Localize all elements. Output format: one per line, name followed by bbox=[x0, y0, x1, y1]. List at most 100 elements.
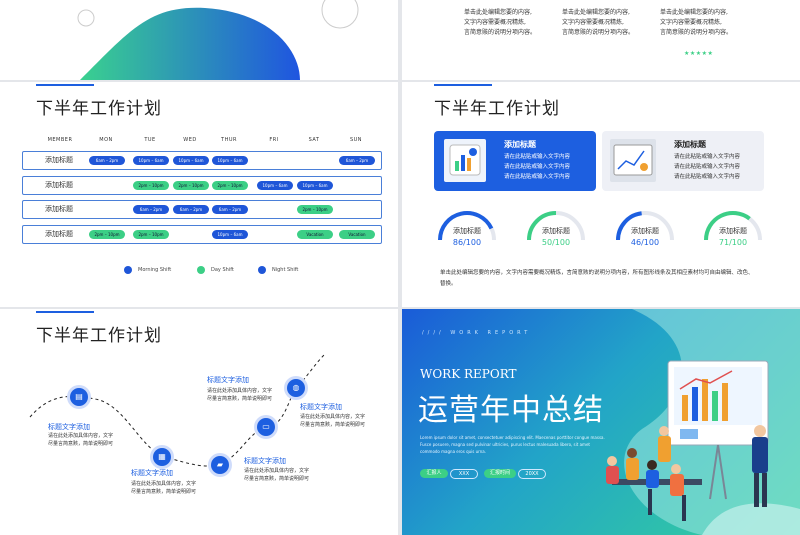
kicker-text: WORK REPORT bbox=[450, 330, 532, 336]
shift-pill[interactable]: 2pm – 10pm bbox=[89, 229, 125, 239]
slide-title: 下半年工作计划 bbox=[434, 99, 560, 119]
body-line: Lorem ipsum dolor sit amet, consectetuer… bbox=[420, 435, 605, 440]
shift-pill[interactable]: 2pm – 10pm bbox=[133, 229, 169, 239]
step-line: 请在此处添加具体内容，文字 bbox=[244, 468, 310, 474]
legend-label: Morning Shift bbox=[138, 267, 172, 273]
main-title: 运营年中总结 bbox=[418, 393, 604, 428]
shift-pill[interactable]: Vacation bbox=[297, 229, 333, 239]
step-desc: 请在此处添加具体内容，文字 尽量言简意赅，简单说明即可 bbox=[48, 432, 113, 448]
progress-ring bbox=[438, 211, 496, 241]
legend-label: Day Shift bbox=[211, 267, 234, 273]
progress-ring bbox=[527, 211, 585, 241]
desk-chart-icon bbox=[613, 144, 653, 176]
slide-4-progress[interactable]: 下半年工作计划 添加标题 请在此粘贴或输入文字内容 请在此粘贴或输入文字内容 请… bbox=[402, 82, 800, 307]
presenter-value: XXX bbox=[450, 469, 478, 479]
text-line: 单击此处编辑您要的内容, bbox=[562, 9, 630, 16]
calendar-icon: ▦ bbox=[153, 448, 171, 466]
step-title: 标题文字添加 bbox=[131, 469, 173, 477]
progress-ring bbox=[704, 211, 762, 241]
shift-pill[interactable]: 6am – 2pm bbox=[89, 156, 125, 165]
progress-value: 71/100 bbox=[718, 238, 748, 247]
shift-pill[interactable]: Vacation bbox=[339, 229, 375, 239]
weekday-label: SAT bbox=[308, 137, 320, 143]
card-line: 请在此粘贴或输入文字内容 bbox=[504, 164, 571, 170]
text-line: 单击此处编辑您要的内容, bbox=[660, 9, 728, 16]
step-line: 请在此处添加具体内容，文字 bbox=[131, 481, 197, 487]
card-line: 请在此粘贴或输入文字内容 bbox=[674, 164, 741, 170]
wave-shape bbox=[77, 0, 359, 80]
shift-pill[interactable]: 10pm – 6am bbox=[212, 156, 248, 165]
legend-dot bbox=[258, 266, 266, 274]
shift-pill[interactable]: 2pm – 10pm bbox=[297, 205, 333, 214]
shift-pill[interactable]: 10pm – 6am bbox=[173, 156, 209, 165]
member-label: 添加标题 bbox=[45, 205, 73, 213]
text-line: 言简意赅的说明分项内容。 bbox=[660, 29, 733, 36]
member-label: 添加标题 bbox=[45, 180, 73, 189]
card-line: 请在此粘贴或输入文字内容 bbox=[504, 154, 571, 160]
card-inactive[interactable]: 添加标题 请在此粘贴或输入文字内容 请在此粘贴或输入文字内容 请在此粘贴或输入文… bbox=[602, 131, 764, 191]
step-line: 请在此处添加具体内容，文字 bbox=[207, 388, 273, 394]
card-line: 请在此粘贴或输入文字内容 bbox=[504, 174, 571, 180]
step-line: 请在此处添加具体内容，文字 bbox=[48, 433, 114, 439]
english-subtitle: WORK REPORT bbox=[420, 367, 517, 381]
step-line: 尽量言简意赅，简单说明即可 bbox=[131, 489, 197, 495]
body-line: commodo magna eros quis urna. bbox=[420, 449, 487, 454]
title-accent-line bbox=[434, 84, 492, 86]
card-active[interactable]: 添加标题 请在此粘贴或输入文字内容 请在此粘贴或输入文字内容 请在此粘贴或输入文… bbox=[434, 131, 596, 191]
shift-pill[interactable]: 6am – 2pm bbox=[212, 205, 248, 214]
shift-pill[interactable]: 2pm – 10pm bbox=[173, 180, 209, 190]
progress-label: 添加标题 bbox=[719, 227, 747, 235]
shift-pill[interactable]: 2pm – 10pm bbox=[133, 180, 169, 190]
shift-pill[interactable]: 10pm – 6am bbox=[257, 180, 293, 190]
slide-5-timeline[interactable]: 下半年工作计划 ▤ ▦ ▰ ▭ ◍ 标题文字添加 请在此处添加具体内容，文字 尽… bbox=[0, 309, 398, 535]
step-line: 尽量言简意赅，简单说明即可 bbox=[300, 422, 366, 428]
weekday-label: MEMBER bbox=[47, 137, 73, 143]
slide-1-cover-fragment[interactable] bbox=[0, 0, 398, 80]
legend-dot bbox=[124, 266, 132, 274]
legend-dot bbox=[197, 266, 205, 274]
shift-pill[interactable]: 10pm – 6am bbox=[212, 229, 248, 239]
weekday-label: SUN bbox=[349, 137, 363, 143]
shift-pill[interactable]: 10pm – 6am bbox=[133, 156, 169, 165]
text-line: 言简意赅的说明分项内容。 bbox=[562, 29, 635, 36]
kicker: //// WORK REPORT bbox=[422, 330, 532, 336]
step-title: 标题文字添加 bbox=[244, 457, 286, 465]
schedule-row[interactable]: 添加标题 2pm – 10pm 2pm – 10pm 10pm – 6am Vacati… bbox=[22, 224, 382, 244]
progress-value: 46/100 bbox=[630, 238, 660, 247]
description: 单击此处编辑您要的内容，文字内容需要概况精炼，言简意赅的说明分项内容，所有图形线… bbox=[440, 268, 754, 290]
progress-fill bbox=[616, 211, 642, 241]
card-title: 添加标题 bbox=[504, 140, 536, 149]
progress-fill bbox=[438, 211, 494, 241]
monitor-icon: ▭ bbox=[257, 418, 275, 436]
card-title: 添加标题 bbox=[674, 140, 706, 149]
progress-label: 添加标题 bbox=[542, 227, 570, 235]
shift-pill[interactable]: 6am – 2pm bbox=[173, 205, 209, 214]
progress-label: 添加标题 bbox=[631, 227, 659, 235]
shift-pill[interactable]: 2pm – 10pm bbox=[212, 180, 248, 190]
progress-fill bbox=[704, 211, 751, 241]
presenter-tag: 汇报人 bbox=[420, 469, 448, 478]
slide-2-text-fragment[interactable]: 单击此处编辑您要的内容, 文字内容需要概况精炼, 言简意赅的说明分项内容。 单击… bbox=[402, 0, 800, 80]
shift-pill[interactable]: 6am – 2pm bbox=[133, 205, 169, 214]
card-line: 请在此粘贴或输入文字内容 bbox=[674, 154, 741, 160]
weekday-label: WED bbox=[183, 137, 197, 143]
member-label: 添加标题 bbox=[45, 156, 73, 164]
member-label: 添加标题 bbox=[45, 229, 73, 238]
slide-6-report-cover[interactable]: //// WORK REPORT WORK REPORT 运营年中总结 Lore… bbox=[402, 309, 800, 535]
document-icon: ▤ bbox=[70, 388, 88, 406]
shift-pill[interactable]: 6am – 2pm bbox=[339, 156, 375, 165]
step-title: 标题文字添加 bbox=[207, 376, 249, 384]
step-line: 尽量言简意赅，简单说明即可 bbox=[244, 476, 310, 482]
step-desc: 请在此处添加具体内容，文字 尽量言简意赅，简单说明即可 bbox=[131, 480, 196, 496]
meeting-illustration bbox=[606, 360, 769, 521]
progress-ring bbox=[616, 211, 674, 241]
shift-pill[interactable]: 10pm – 6am bbox=[297, 180, 333, 190]
tablet-photo bbox=[444, 139, 486, 182]
text-column-3: 单击此处编辑您要的内容, 文字内容需要概况精炼, 言简意赅的说明分项内容。 bbox=[660, 8, 732, 38]
legend-label: Night Shift bbox=[272, 267, 299, 273]
tablet-chart-icon bbox=[449, 144, 481, 176]
